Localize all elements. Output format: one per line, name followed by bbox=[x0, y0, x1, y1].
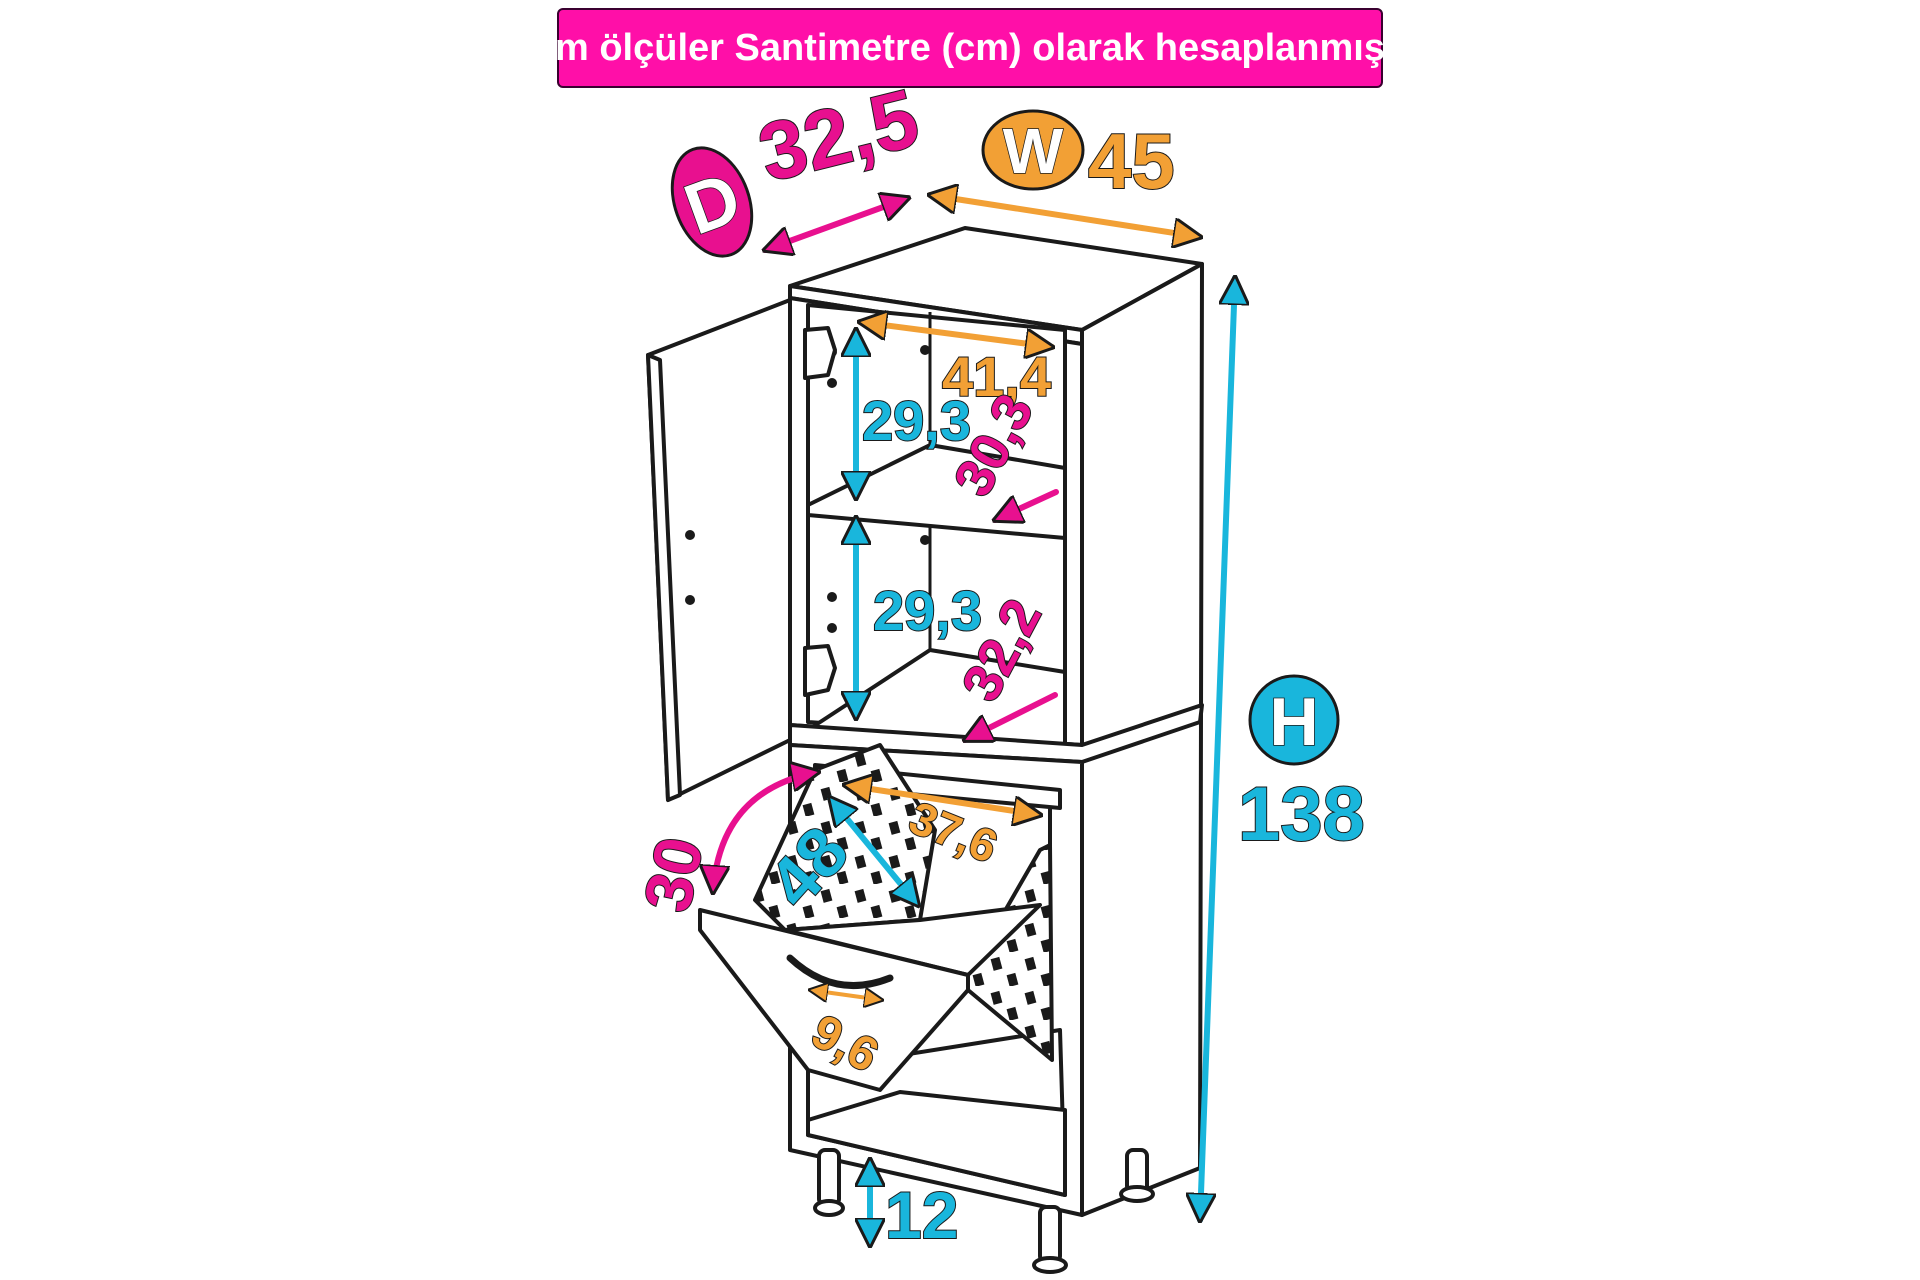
height-label: 138 bbox=[1238, 772, 1365, 857]
height-badge: H bbox=[1248, 674, 1340, 766]
measurement-note-text: ( Tüm ölçüler Santimetre (cm) olarak hes… bbox=[485, 26, 1455, 69]
hamper-angle-arrow bbox=[713, 772, 818, 892]
height-badge-letter: H bbox=[1269, 684, 1318, 760]
width-badge: W bbox=[981, 109, 1085, 191]
dimension-arrows bbox=[713, 195, 1235, 1248]
upper-shelf-depth-arrow bbox=[995, 489, 1059, 520]
inner-width-arrow bbox=[860, 322, 1052, 347]
hamper-width-arrow bbox=[845, 785, 1040, 815]
leg-height-label: 12 bbox=[885, 1178, 958, 1252]
width-label: 45 bbox=[1088, 117, 1175, 205]
lower-shelf-height-label: 29,3 bbox=[873, 579, 982, 642]
depth-arrow bbox=[765, 198, 908, 250]
lower-shelf-depth-arrow bbox=[965, 692, 1058, 743]
cabinet-legs bbox=[813, 1148, 1155, 1274]
handle-width-arrow bbox=[810, 990, 882, 1000]
bottom-shelf bbox=[806, 1090, 1067, 1197]
depth-badge: D bbox=[670, 146, 754, 258]
measurement-note-banner: ( Tüm ölçüler Santimetre (cm) olarak hes… bbox=[485, 8, 1455, 88]
height-arrow bbox=[1200, 278, 1235, 1220]
cabinet bbox=[646, 226, 1204, 1274]
depth-label: 32,5 bbox=[750, 73, 927, 200]
width-arrow bbox=[930, 195, 1200, 237]
upper-shelf-height-label: 29,3 bbox=[862, 389, 971, 452]
width-badge-letter: W bbox=[1003, 115, 1064, 187]
door-hinges bbox=[803, 326, 837, 697]
inner-width-label: 41,4 bbox=[942, 345, 1051, 408]
hamper-angle-label: 30 bbox=[629, 831, 717, 918]
upper-door-edge bbox=[646, 353, 682, 802]
